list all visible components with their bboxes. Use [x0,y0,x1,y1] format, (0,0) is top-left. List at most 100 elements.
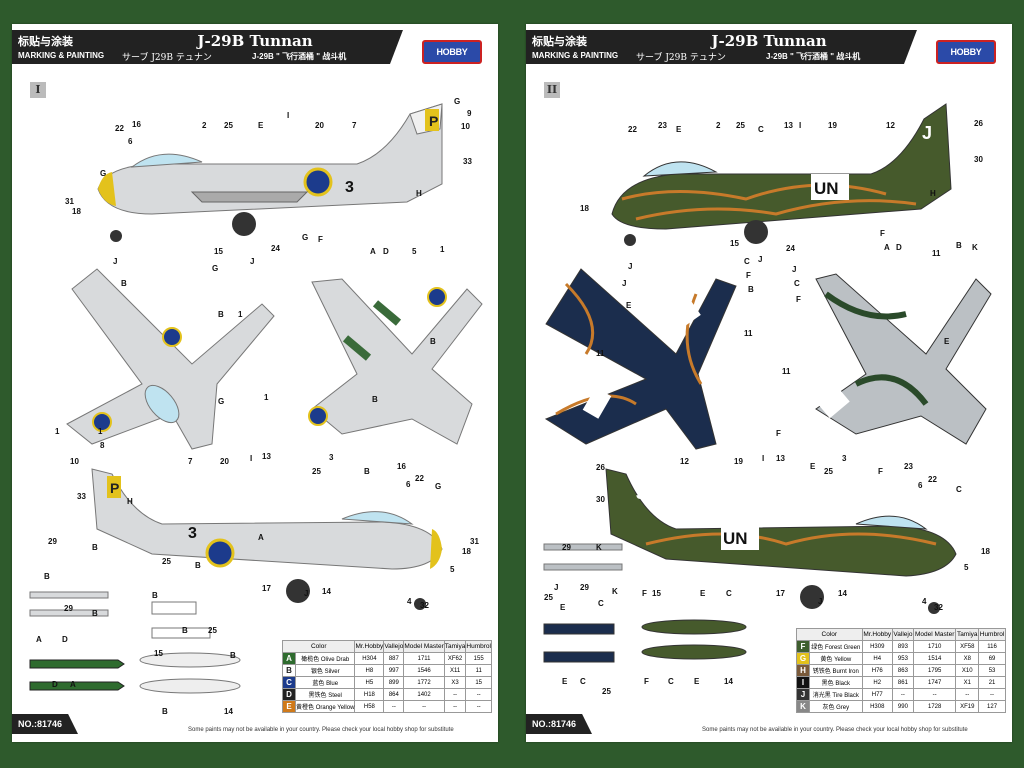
svg-text:H: H [127,497,133,506]
svg-text:C: C [726,589,732,598]
svg-text:F: F [746,271,751,280]
svg-text:G: G [212,264,218,273]
svg-text:13: 13 [784,121,793,130]
svg-text:G: G [218,397,224,406]
svg-text:E: E [944,337,950,346]
svg-text:25: 25 [544,593,553,602]
svg-text:B: B [748,285,754,294]
svg-text:29: 29 [64,604,73,613]
svg-text:22: 22 [415,474,424,483]
svg-text:I: I [287,111,289,120]
side-view-left: UN J [605,468,957,614]
svg-text:K: K [612,587,618,596]
svg-text:J: J [304,589,308,598]
paint-note: Some paints may not be available in your… [702,727,968,733]
bottom-view [308,278,483,445]
side-view-left: P 3 [91,468,443,610]
svg-text:H: H [416,189,422,198]
hobbyboss-logo: HOBBY BOSS [422,40,482,77]
svg-text:F: F [318,235,323,244]
svg-text:1: 1 [98,427,103,436]
svg-text:29: 29 [562,543,571,552]
svg-text:23: 23 [904,462,913,471]
svg-text:16: 16 [397,462,406,471]
svg-text:11: 11 [596,349,605,358]
svg-text:D: D [62,635,68,644]
svg-text:26: 26 [974,119,983,128]
svg-text:11: 11 [744,329,753,338]
svg-text:B: B [44,572,50,581]
svg-text:15: 15 [214,247,223,256]
svg-text:B: B [372,395,378,404]
svg-text:20: 20 [315,121,324,130]
svg-text:1: 1 [55,427,60,436]
svg-text:25: 25 [224,121,233,130]
page-title: J-29B Tunnan [711,32,827,50]
svg-text:29: 29 [48,537,57,546]
fuselage-code-2: 3 [188,525,197,542]
svg-text:E: E [700,589,706,598]
svg-text:C: C [598,599,604,608]
svg-text:2: 2 [202,121,207,130]
page-title: J-29B Tunnan [197,32,313,50]
svg-text:F: F [878,467,883,476]
svg-text:32: 32 [934,603,943,612]
scheme-number: II [544,82,560,98]
svg-text:C: C [956,485,962,494]
svg-text:16: 16 [132,120,141,129]
svg-text:B: B [92,543,98,552]
tail-letter-p: P [429,113,438,129]
svg-text:1: 1 [440,245,445,254]
svg-text:6: 6 [406,480,411,489]
svg-text:3: 3 [329,453,334,462]
svg-text:22: 22 [115,124,124,133]
svg-text:9: 9 [467,109,472,118]
svg-text:D: D [52,680,58,689]
svg-text:3: 3 [842,454,847,463]
svg-text:12: 12 [680,457,689,466]
svg-text:2: 2 [716,121,721,130]
svg-text:6: 6 [128,137,133,146]
svg-text:C: C [794,279,800,288]
svg-text:C: C [758,125,764,134]
fuselage-code: 3 [345,179,354,196]
svg-text:14: 14 [224,707,233,714]
svg-text:A: A [258,533,264,542]
svg-text:6: 6 [918,481,923,490]
svg-text:G: G [302,233,308,242]
bottom-view [815,273,992,445]
header-bar: 标贴与涂装 MARKING & PAINTING J-29B Tunnan サー… [12,30,498,77]
svg-text:B: B [182,626,188,635]
aircraft-drawings: P 3 P 3 [29,97,483,714]
hobbyboss-logo: HOBBY BOSS [936,40,996,77]
svg-text:B: B [92,609,98,618]
svg-text:J: J [792,265,796,274]
svg-text:15: 15 [730,239,739,248]
svg-text:I: I [762,454,764,463]
parts [29,591,241,694]
svg-text:1: 1 [238,310,243,319]
svg-text:33: 33 [463,157,472,166]
header-en: MARKING & PAINTING [18,51,105,60]
svg-text:33: 33 [77,492,86,501]
svg-text:E: E [560,603,566,612]
svg-text:25: 25 [208,626,217,635]
svg-text:5: 5 [450,565,455,574]
parts [543,543,747,663]
svg-text:4: 4 [407,597,412,606]
svg-text:10: 10 [70,457,79,466]
aircraft-drawings: UN J UN J [543,103,992,696]
un-marking-2: UN [723,529,748,548]
svg-text:20: 20 [220,457,229,466]
svg-text:10: 10 [461,122,470,131]
svg-text:25: 25 [162,557,171,566]
svg-text:F: F [880,229,885,238]
svg-text:E: E [626,301,632,310]
svg-text:K: K [596,543,602,552]
tail-letter-j: J [922,123,932,143]
svg-text:B: B [364,467,370,476]
